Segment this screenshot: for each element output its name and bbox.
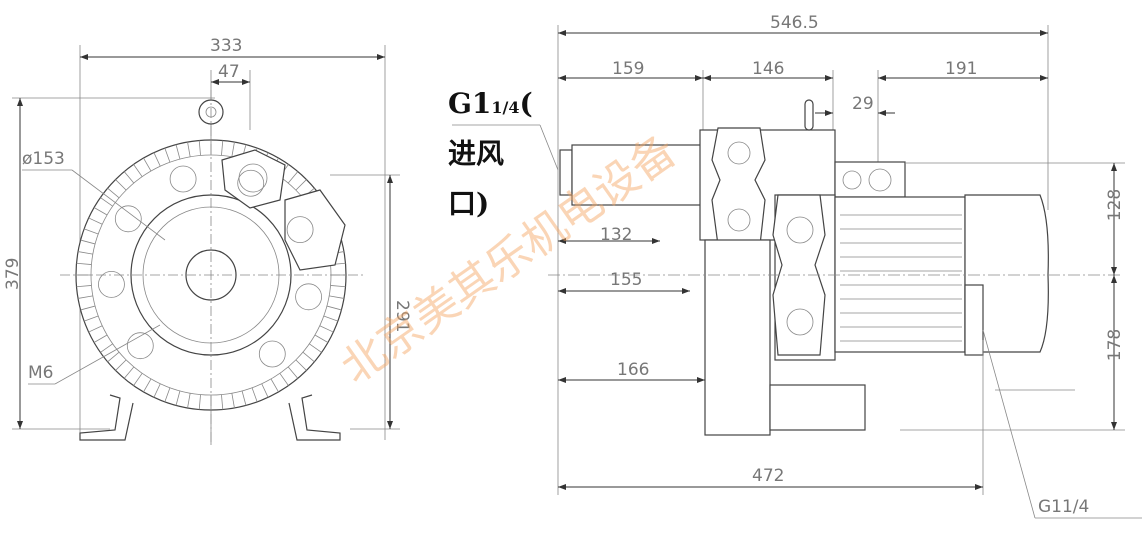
fin: [198, 394, 201, 410]
dim-gap: 29: [852, 94, 874, 114]
dim-thread: M6: [28, 363, 53, 383]
dim-seg2: 146: [752, 59, 784, 79]
dim-height: 379: [3, 258, 23, 290]
dim-132: 132: [600, 225, 632, 245]
fin: [143, 378, 152, 393]
fin: [84, 228, 99, 235]
fin: [187, 141, 191, 157]
fin: [100, 197, 113, 207]
fin: [287, 366, 299, 379]
front-view: 333 47 379 291 ø153 M6: [3, 36, 412, 445]
fin: [198, 140, 201, 156]
fin: [76, 285, 92, 288]
fin: [88, 217, 103, 225]
dim-166: 166: [617, 360, 649, 380]
dim-upper-height: 128: [1105, 189, 1125, 221]
port-circle: [126, 332, 154, 360]
fin: [329, 295, 345, 299]
fin: [309, 343, 322, 353]
dim-diameter: ø153: [22, 149, 65, 169]
fin: [107, 187, 120, 199]
dim-offset: 47: [218, 62, 240, 82]
fin: [80, 239, 96, 245]
fin: [164, 387, 171, 402]
dim-seg1: 159: [612, 59, 644, 79]
dim-center-height: 291: [392, 300, 412, 332]
fin: [133, 373, 143, 386]
fin: [88, 325, 103, 333]
fin: [153, 152, 161, 167]
fin: [84, 315, 99, 322]
fin: [133, 164, 143, 177]
fin: [115, 359, 127, 371]
fin: [287, 171, 299, 184]
port-circle: [237, 169, 265, 197]
inlet-label: G11/4( 进风 口): [448, 87, 559, 220]
fin: [241, 390, 247, 406]
fin: [270, 378, 279, 393]
fin: [77, 251, 93, 255]
fin: [302, 351, 315, 363]
fin: [295, 179, 307, 191]
fin: [231, 393, 235, 409]
fin: [221, 394, 224, 410]
port-circle: [258, 340, 286, 368]
fin: [314, 334, 329, 343]
fin: [221, 140, 224, 156]
fin: [143, 157, 152, 172]
fin: [175, 144, 181, 160]
fin: [100, 343, 113, 353]
inlet-label-line2: 进风: [448, 137, 504, 170]
fin: [187, 393, 191, 409]
fin: [261, 383, 269, 398]
port-circle: [286, 216, 314, 244]
fin: [319, 325, 334, 333]
inlet-label-line3: 口): [448, 187, 489, 220]
fin: [295, 359, 307, 371]
fin: [93, 334, 108, 343]
fin: [115, 179, 127, 191]
fin: [93, 207, 108, 216]
fin: [123, 171, 135, 184]
fin: [251, 387, 258, 402]
fin: [323, 315, 338, 322]
side-view: 546.5 159 146 191 29: [548, 13, 1142, 519]
fin: [76, 262, 92, 265]
fin: [330, 285, 346, 288]
port-circle: [114, 205, 142, 233]
dim-total-length: 546.5: [770, 13, 819, 33]
fin: [164, 148, 171, 163]
fin: [153, 383, 161, 398]
svg-text:G11/4(: G11/4(: [448, 87, 533, 120]
dim-seg3: 191: [945, 59, 977, 79]
fin: [279, 373, 289, 386]
port-circle: [169, 165, 197, 193]
dim-base-length: 472: [752, 466, 784, 486]
outlet-thread-label: G11/4: [1038, 497, 1089, 517]
dim-lower-height: 178: [1105, 329, 1125, 361]
fin: [107, 351, 120, 363]
port-circle: [295, 283, 322, 311]
fin: [231, 141, 235, 157]
port-circle: [98, 271, 125, 298]
fin: [77, 295, 93, 299]
fin: [123, 366, 135, 379]
dim-155: 155: [610, 270, 642, 290]
fin: [80, 305, 96, 311]
fin: [326, 305, 342, 311]
fin: [175, 390, 181, 406]
dim-width: 333: [210, 36, 242, 56]
